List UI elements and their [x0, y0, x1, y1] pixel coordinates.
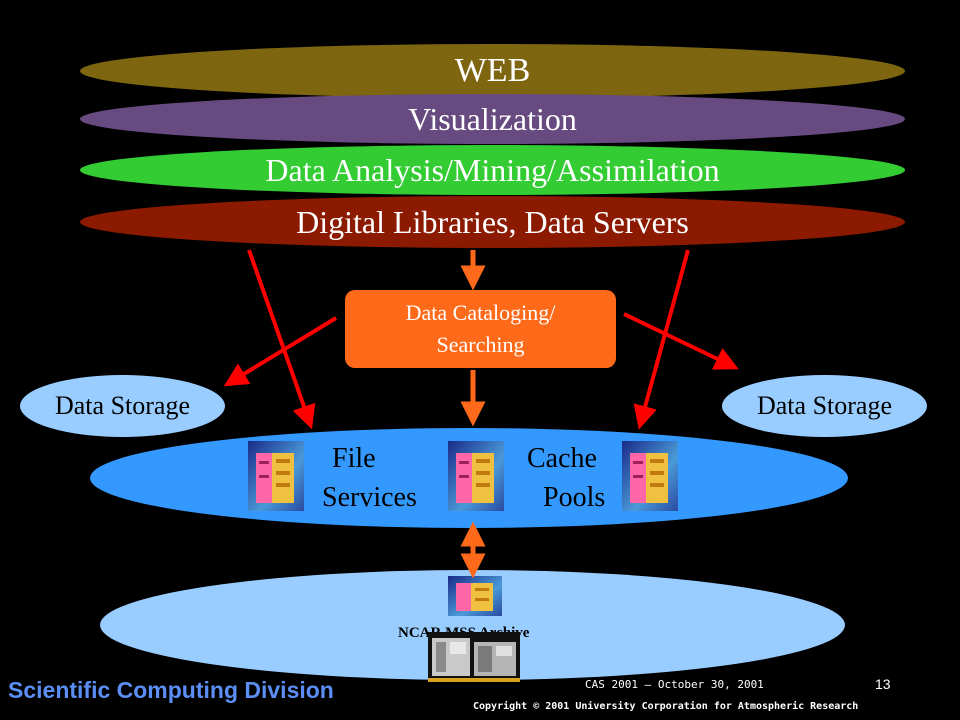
server-rack-icon [448, 441, 504, 511]
server-rack-icon [622, 441, 678, 511]
arrow-catalog-to-storage-left [223, 316, 338, 387]
data-storage-right-label: Data Storage [756, 391, 892, 420]
server-rack-icon [248, 441, 304, 511]
copyright-notice: Copyright © 2001 University Corporation … [473, 701, 859, 712]
data-storage-left-label: Data Storage [54, 391, 190, 420]
services-label: Services [322, 482, 417, 513]
layer-data-analysis: Data Analysis/Mining/Assimilation [80, 145, 905, 195]
arrow-catalog-to-storage-right [623, 312, 739, 370]
division-title: Scientific Computing Division [8, 677, 334, 703]
layer-digital-libraries: Digital Libraries, Data Servers [80, 196, 905, 248]
data-storage-left: Data Storage [20, 375, 225, 437]
file-label: File [332, 443, 376, 474]
data-cataloging-line2: Searching [436, 332, 525, 357]
page-number: 13 [875, 676, 891, 692]
server-rack-icon [448, 576, 502, 616]
data-storage-right: Data Storage [722, 375, 927, 437]
layer-visualization: Visualization [80, 94, 905, 144]
tape-library-icon [428, 632, 520, 682]
data-cataloging-box: Data Cataloging/ Searching [345, 290, 616, 368]
arrow-libraries-to-services-right [633, 249, 690, 430]
layer-web-label: WEB [454, 52, 531, 89]
conference-date: CAS 2001 – October 30, 2001 [585, 678, 764, 691]
arrow-libraries-to-services-left [247, 249, 316, 430]
pools-label: Pools [543, 482, 606, 513]
layer-web: WEB [80, 44, 905, 98]
layer-visualization-label: Visualization [408, 100, 577, 137]
layer-digital-libraries-label: Digital Libraries, Data Servers [296, 203, 689, 240]
data-cataloging-line1: Data Cataloging/ [405, 300, 556, 325]
cache-label: Cache [527, 443, 597, 474]
layer-data-analysis-label: Data Analysis/Mining/Assimilation [265, 151, 720, 188]
